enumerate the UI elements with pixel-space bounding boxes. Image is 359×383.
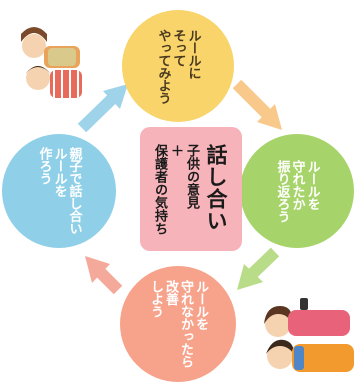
step-top-text: ルールに そって やってみよう	[155, 28, 201, 104]
step-top-circle: ルールに そって やってみよう	[122, 10, 234, 122]
center-title: 話し合い	[204, 143, 228, 232]
center-subtitle: 子供の意見 ＋ 保護者の気持ち	[152, 143, 199, 235]
center-box: 話し合い 子供の意見 ＋ 保護者の気持ち	[140, 127, 242, 251]
parents-illustration	[21, 27, 82, 98]
children-illustration	[264, 298, 354, 372]
step-left-circle: 親子で話し合い ルールを 作ろう	[2, 134, 116, 248]
arrow-bottom-to-left	[85, 256, 123, 295]
arrow-left-to-top	[77, 84, 128, 133]
step-right-text: ルールを 守れたか 振り返ろう	[274, 159, 320, 223]
step-left-text: 親子で話し合い ルールを 作ろう	[36, 147, 82, 235]
arrow-right-to-bottom	[237, 247, 280, 290]
step-right-circle: ルールを 守れたか 振り返ろう	[240, 134, 354, 248]
arrow-top-to-right	[232, 79, 282, 130]
step-bottom-circle: ルールを 守れなかったら 改善 しよう	[120, 266, 236, 382]
step-bottom-text: ルールを 守れなかったら 改善 しよう	[148, 280, 208, 368]
